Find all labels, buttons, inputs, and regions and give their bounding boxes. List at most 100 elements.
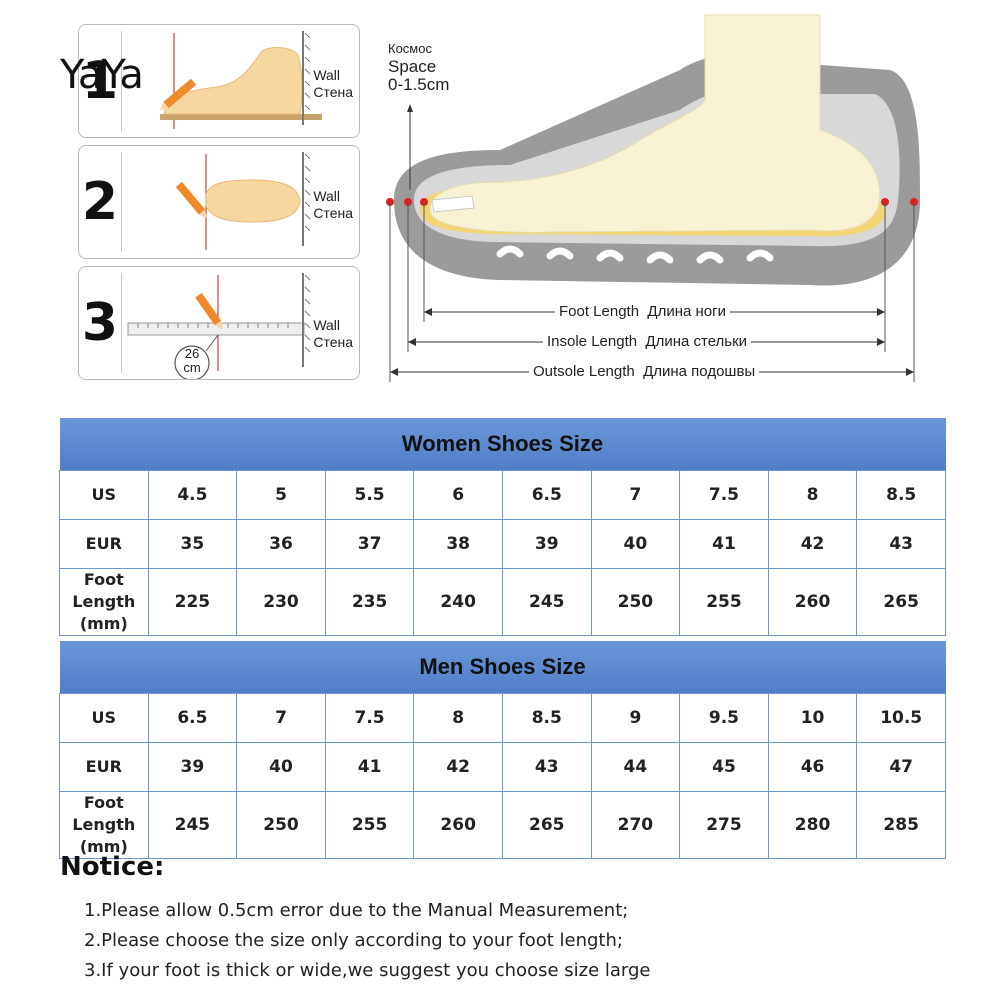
table-cell: 7 (590, 469, 681, 520)
pencil-icon (195, 292, 223, 330)
table-cell: 260 (767, 567, 858, 636)
panel-divider (121, 31, 122, 131)
table-cell: 225 (147, 567, 238, 636)
foot-top-illustration (175, 152, 311, 250)
row-header: US (59, 692, 149, 743)
ruler-illustration (127, 273, 311, 379)
table-cell: 43 (856, 518, 946, 569)
outsole-length-label: Outsole Length Длина подошвы (529, 363, 760, 380)
step-2-panel: 2 Wall Стена (78, 145, 360, 259)
table-cell: 42 (413, 741, 503, 792)
table-cell: 255 (324, 790, 415, 859)
table-cell: 8.5 (501, 692, 592, 743)
row-header: EUR (59, 741, 149, 792)
table-cell: 41 (324, 741, 415, 792)
table-cell: 285 (856, 790, 946, 859)
row-header: Foot Length (mm) (59, 790, 149, 859)
step-number: 2 (81, 172, 119, 232)
women-table-title: Women Shoes Size (59, 418, 946, 470)
men-table-title: Men Shoes Size (59, 641, 946, 693)
wall-label: Wall Стена (313, 317, 353, 350)
table-cell: 38 (413, 518, 503, 569)
shoe-cross-section-diagram (386, 14, 920, 382)
table-cell: 6.5 (501, 469, 592, 520)
pencil-icon (175, 181, 208, 219)
table-cell: 7.5 (679, 469, 769, 520)
row-header: EUR (59, 518, 149, 569)
table-row: Foot Length (mm) 245 250 255 260 265 270… (59, 790, 946, 859)
ruler-measurement: 26 cm (183, 346, 201, 375)
table-cell: 7.5 (324, 692, 415, 743)
table-cell: 44 (590, 741, 681, 792)
table-row: EUR 39 40 41 42 43 44 45 46 47 (59, 741, 946, 792)
table-row: Foot Length (mm) 225 230 235 240 245 250… (59, 567, 946, 636)
table-cell: 280 (767, 790, 858, 859)
step-number: 3 (81, 293, 119, 353)
table-cell: 270 (590, 790, 681, 859)
table-row: US 4.5 5 5.5 6 6.5 7 7.5 8 8.5 (59, 469, 946, 520)
table-cell: 45 (679, 741, 769, 792)
notice-item: 2.Please choose the size only according … (84, 930, 623, 951)
table-cell: 7 (236, 692, 326, 743)
table-cell: 39 (501, 518, 592, 569)
table-cell: 245 (147, 790, 238, 859)
table-cell: 36 (236, 518, 326, 569)
table-cell: 250 (236, 790, 326, 859)
table-cell: 6.5 (147, 692, 238, 743)
table-cell: 8 (413, 692, 503, 743)
table-cell: 260 (413, 790, 503, 859)
table-cell: 275 (679, 790, 769, 859)
table-cell: 240 (413, 567, 503, 636)
table-cell: 265 (501, 790, 592, 859)
table-cell: 5 (236, 469, 326, 520)
space-label: Космос Space 0-1.5cm (388, 41, 450, 94)
table-cell: 40 (590, 518, 681, 569)
table-cell: 37 (324, 518, 415, 569)
table-cell: 35 (147, 518, 238, 569)
table-cell: 255 (679, 567, 769, 636)
table-cell: 5.5 (324, 469, 415, 520)
table-cell: 235 (324, 567, 415, 636)
table-cell: 10.5 (856, 692, 946, 743)
table-cell: 10 (767, 692, 858, 743)
measurement-bubble (174, 345, 210, 379)
men-size-table: Men Shoes Size US 6.5 7 7.5 8 8.5 9 9.5 … (59, 641, 946, 859)
table-row: EUR 35 36 37 38 39 40 41 42 43 (59, 518, 946, 569)
foot-length-label: Foot Length Длина ноги (555, 303, 730, 320)
step-1-panel: 1 Wall Стена (78, 24, 360, 138)
step-3-panel: 3 26 cm Wall Стена (78, 266, 360, 380)
foot-side-illustration (159, 31, 322, 129)
panel-divider (121, 273, 122, 373)
table-cell: 40 (236, 741, 326, 792)
pencil-icon (159, 78, 197, 111)
table-cell: 47 (856, 741, 946, 792)
wall-label: Wall Стена (313, 67, 353, 100)
table-cell: 8.5 (856, 469, 946, 520)
insole-length-label: Insole Length Длина стельки (543, 333, 752, 350)
table-cell: 46 (767, 741, 858, 792)
table-cell: 250 (590, 567, 681, 636)
table-row: US 6.5 7 7.5 8 8.5 9 9.5 10 10.5 (59, 692, 946, 743)
row-header: US (59, 469, 149, 520)
notice-item: 3.If your foot is thick or wide,we sugge… (84, 960, 651, 981)
row-header: Foot Length (mm) (59, 567, 149, 636)
table-cell: 43 (501, 741, 592, 792)
table-cell: 4.5 (147, 469, 238, 520)
table-cell: 8 (767, 469, 858, 520)
wall-label: Wall Стена (313, 188, 353, 221)
table-cell: 265 (856, 567, 946, 636)
table-cell: 6 (413, 469, 503, 520)
table-cell: 41 (679, 518, 769, 569)
table-cell: 9 (590, 692, 681, 743)
notice-item: 1.Please allow 0.5cm error due to the Ma… (84, 900, 629, 921)
notice-title: Notice: (60, 852, 165, 882)
table-cell: 230 (236, 567, 326, 636)
table-cell: 245 (501, 567, 592, 636)
women-size-table: Women Shoes Size US 4.5 5 5.5 6 6.5 7 7.… (59, 418, 946, 636)
table-cell: 42 (767, 518, 858, 569)
table-cell: 9.5 (679, 692, 769, 743)
panel-divider (121, 152, 122, 252)
step-number: 1 (81, 51, 119, 111)
notice-list: 1.Please allow 0.5cm error due to the Ma… (84, 900, 651, 990)
table-cell: 39 (147, 741, 238, 792)
